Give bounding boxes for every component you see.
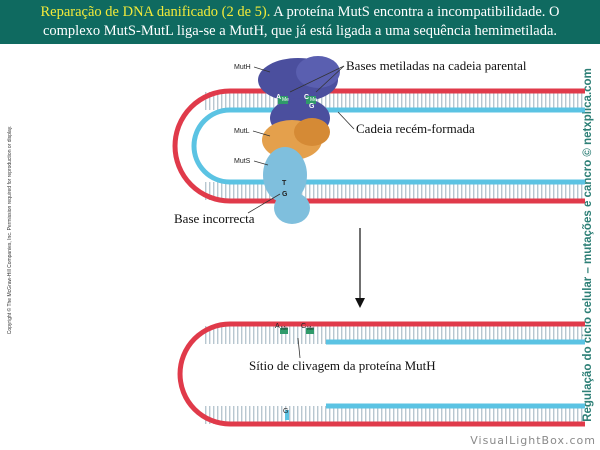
slide-header: Reparação de DNA danificado (2 de 5). A … [0, 0, 600, 44]
bottom-g-mark [285, 410, 289, 420]
label-mutl: MutL [234, 128, 250, 135]
top-dna-hairpin [172, 88, 585, 204]
bottom-methyl-a [280, 328, 288, 334]
bottom-base-g: G [283, 408, 288, 415]
base-a-me: Me [282, 97, 289, 103]
top-lower-rungs [205, 182, 585, 200]
header-text-line2: complexo MutS-MutL liga-se a MutH, que j… [42, 23, 558, 39]
header-text-line1: A proteína MutS encontra a incompatibili… [270, 4, 560, 20]
label-base-incorrecta: Base incorrecta [174, 211, 255, 226]
label-muth: MutH [234, 64, 251, 71]
bottom-methyl-c [306, 328, 314, 334]
base-a-label: A [276, 94, 281, 101]
top-upper-rungs [205, 92, 585, 110]
protein-labels: MutH MutL MutS [234, 64, 271, 166]
label-muts: MutS [234, 158, 251, 165]
top-new-strand [191, 107, 585, 185]
bottom-base-c: C [301, 323, 306, 330]
base-c-me: Me [310, 97, 317, 103]
protein-complex: A Me C Me G T G [258, 56, 340, 224]
bottom-parental-strand [177, 321, 585, 427]
base-t-label: T [282, 180, 287, 187]
methyl-a-mark [278, 96, 288, 104]
label-bases-metiladas: Bases metiladas na cadeia parental [346, 58, 527, 73]
base-g-top: G [309, 103, 315, 110]
muts-protein [263, 147, 307, 203]
watermark: VisualLightBox.com [470, 434, 596, 447]
process-arrow [355, 228, 365, 308]
bottom-base-a: A [275, 323, 280, 330]
label-cadeia-recem: Cadeia recém-formada [356, 121, 475, 136]
bottom-base-c-me: Me [307, 326, 314, 332]
methyl-c-mark [306, 96, 316, 104]
top-parental-strand [172, 88, 585, 204]
bottom-base-a-me: Me [281, 326, 288, 332]
bottom-dna-hairpin: A Me C Me G [177, 321, 585, 427]
label-sitio-clivagem: Sítio de clivagem da proteína MutH [249, 358, 436, 373]
base-g-label: G [282, 191, 288, 198]
base-c-label: C [304, 94, 309, 101]
header-highlight: Reparação de DNA danificado (2 de 5). [40, 4, 271, 20]
